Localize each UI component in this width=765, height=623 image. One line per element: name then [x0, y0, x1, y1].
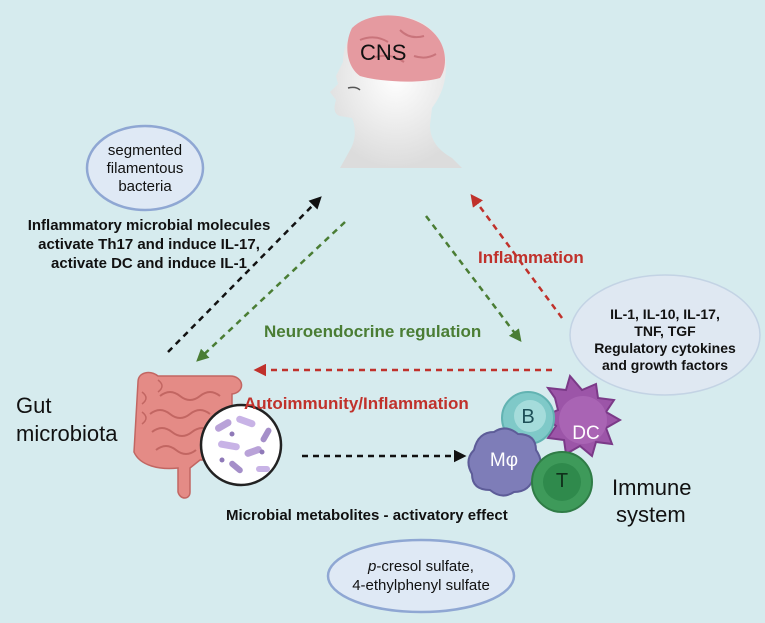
- autoimmunity-label: Autoimmunity/Inflammation: [244, 394, 469, 413]
- arrow-immune-to-cns: [470, 193, 564, 319]
- metabolites-label: Microbial metabolites - activatory effec…: [226, 507, 508, 524]
- neuroendocrine-label: Neuroendocrine regulation: [264, 322, 482, 341]
- arrow-cns-to-gut: [196, 221, 346, 362]
- inflammatory-molecules-text: Inflammatory microbial molecules activat…: [27, 217, 271, 272]
- arrow-gut-to-cns: [167, 196, 322, 353]
- gut-microbiota-label: Gut microbiota: [16, 393, 118, 446]
- cytokines-bubble: [569, 274, 761, 396]
- metabolite-bubble-text: p-cresol sulfate, 4-ethylphenyl sulfate: [352, 558, 490, 594]
- metabolite-bubble: [326, 538, 516, 614]
- bacteria-magnified-icon: [199, 403, 283, 487]
- inflammation-label: Inflammation: [478, 248, 584, 267]
- bacteria-bubble-text: segmented filamentous bacteria: [106, 142, 184, 195]
- arrow-cns-to-immune: [425, 215, 522, 342]
- macrophage-cell-label: Mφ: [489, 450, 519, 471]
- bacteria-bubble: [85, 124, 205, 212]
- brain-icon: [347, 15, 445, 82]
- t-cell-icon: [531, 451, 593, 513]
- b-cell-label: B: [521, 406, 535, 428]
- head-figure: [330, 15, 462, 168]
- immune-cells: [467, 373, 623, 513]
- immune-system-label: Immune system: [612, 475, 692, 527]
- dc-cell-icon: [542, 373, 623, 458]
- dc-cell-label: DC: [572, 423, 600, 444]
- t-cell-label: T: [555, 470, 569, 492]
- cytokines-bubble-text: IL-1, IL-10, IL-17, TNF, TGF Regulatory …: [594, 306, 736, 373]
- cns-label: CNS: [360, 40, 407, 65]
